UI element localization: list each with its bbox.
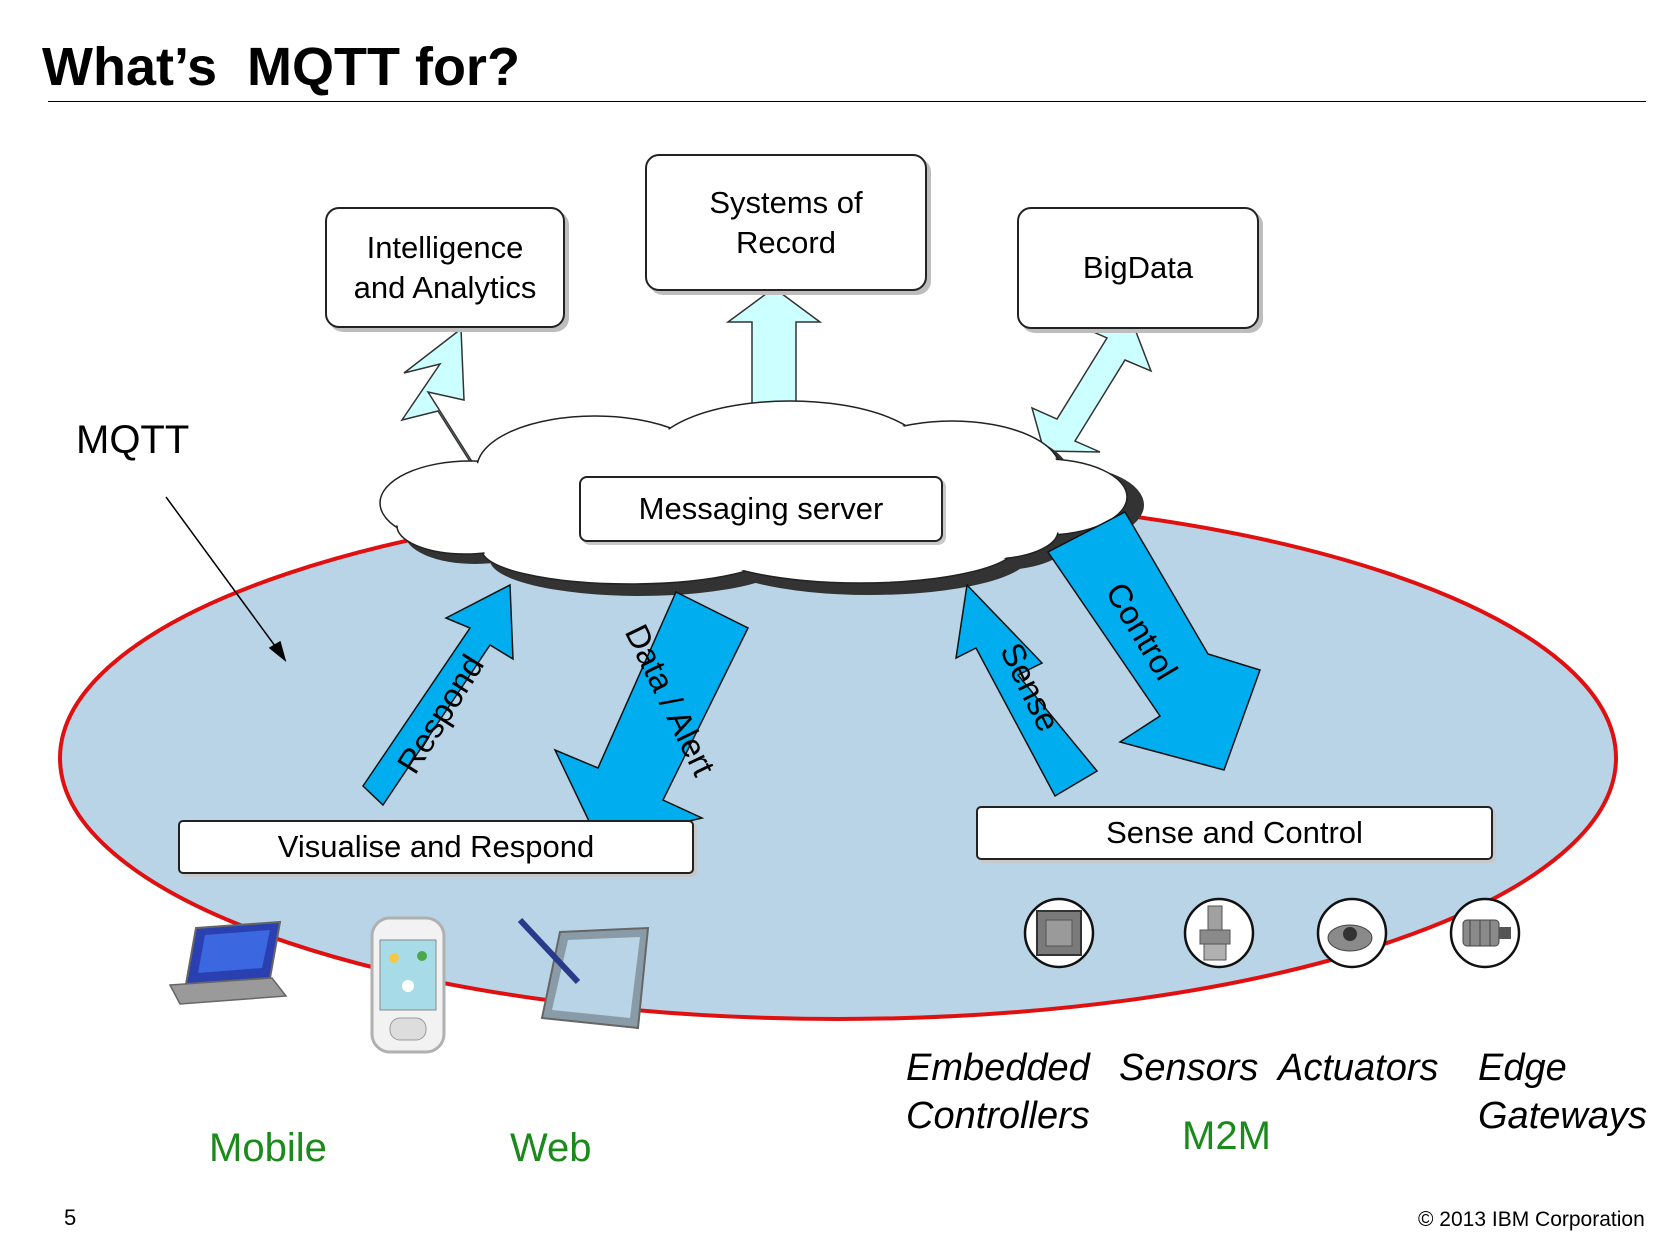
bigdata-label: BigData xyxy=(1082,250,1194,285)
mqtt-label: MQTT xyxy=(76,418,190,462)
robot-arm-icon xyxy=(1183,897,1255,969)
smartphone-icon xyxy=(370,916,446,1054)
web-label: Web xyxy=(510,1126,592,1170)
visualise-respond-label: Visualise and Respond xyxy=(277,829,595,864)
motor-icon xyxy=(1449,897,1521,969)
arrow-bigdata xyxy=(1030,323,1153,453)
messaging-server-label: Messaging server xyxy=(638,491,884,526)
arrow-control xyxy=(1046,511,1261,771)
tablet-stylus-icon xyxy=(517,917,650,1030)
systems-of-record-box: Systems of Record xyxy=(645,154,927,291)
embedded-controllers-label: Embedded Controllers xyxy=(906,1047,1090,1137)
laptop-icon xyxy=(168,920,288,1005)
actuators-label: Actuators xyxy=(1278,1047,1439,1089)
fingerprint-sensor-icon xyxy=(1316,897,1388,969)
title-divider xyxy=(48,101,1646,102)
page-number: 5 xyxy=(64,1205,77,1230)
mobile-label: Mobile xyxy=(209,1126,327,1170)
chip-icon xyxy=(1023,897,1095,969)
m2m-label: M2M xyxy=(1182,1114,1271,1158)
messaging-server-box: Messaging server xyxy=(579,476,943,542)
intelligence-analytics-box: Intelligence and Analytics xyxy=(325,207,565,328)
sense-control-bar: Sense and Control xyxy=(976,806,1493,860)
arrow-sense xyxy=(955,583,1099,798)
systems-of-record-label: Systems of Record xyxy=(709,184,863,260)
sensors-label: Sensors xyxy=(1119,1047,1259,1089)
slide-title: What’s MQTT for? xyxy=(42,37,520,97)
sense-control-label: Sense and Control xyxy=(1106,815,1363,850)
bigdata-box: BigData xyxy=(1017,207,1259,329)
mqtt-pointer-arrow xyxy=(165,496,287,663)
arrow-respond xyxy=(362,583,514,807)
copyright: © 2013 IBM Corporation xyxy=(1418,1208,1645,1231)
intelligence-analytics-label: Intelligence and Analytics xyxy=(353,229,537,305)
visualise-respond-bar: Visualise and Respond xyxy=(178,820,694,874)
edge-gateways-label: Edge Gateways xyxy=(1478,1047,1647,1137)
